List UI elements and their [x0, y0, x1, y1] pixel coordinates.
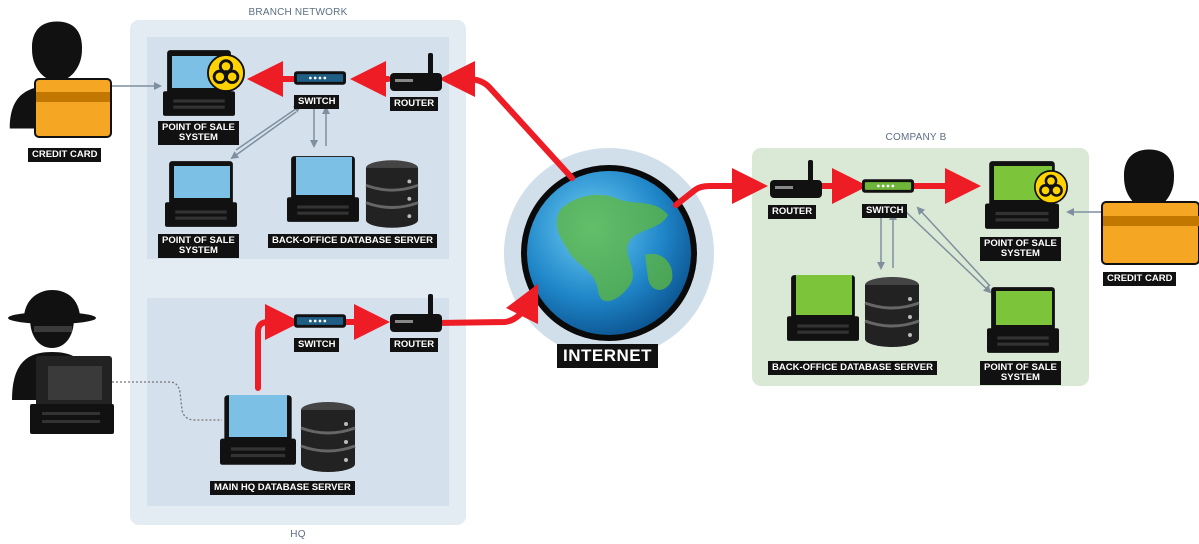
- backoffice-branch[interactable]: [287, 156, 419, 228]
- backoffice-b-label: BACK-OFFICE DATABASE SERVER: [768, 361, 937, 375]
- group-label-branch: BRANCH NETWORK: [248, 7, 348, 18]
- router-branch-label: ROUTER: [390, 97, 439, 111]
- pos-branch-bottom[interactable]: [165, 161, 237, 227]
- pos-branch-bottom-label: POINT OF SALE SYSTEM: [158, 234, 239, 258]
- backoffice-b[interactable]: [787, 275, 920, 348]
- network-links: [110, 82, 1102, 294]
- credit-card-right-label: CREDIT CARD: [1103, 272, 1177, 286]
- database-icon: [300, 402, 356, 472]
- pos-branch-top-label: POINT OF SALE SYSTEM: [158, 121, 239, 145]
- pos-b-top[interactable]: [985, 161, 1068, 229]
- group-label-hq: HQ: [290, 529, 306, 540]
- backoffice-branch-label: BACK-OFFICE DATABASE SERVER: [268, 234, 437, 248]
- pos-b-bottom-label: POINT OF SALE SYSTEM: [980, 361, 1061, 385]
- switch-icon-hq[interactable]: [294, 314, 346, 328]
- attack-path: [247, 61, 981, 391]
- hacker-icon: [8, 290, 114, 434]
- pos-b-top-label: POINT OF SALE SYSTEM: [980, 237, 1061, 261]
- database-icon: [365, 160, 419, 228]
- card-stripe-right: [1103, 216, 1199, 226]
- switch-branch-label: SWITCH: [294, 95, 340, 109]
- credit-card-icon-right: [1101, 201, 1199, 265]
- group-label-company-b: COMPANY B: [885, 132, 947, 143]
- switch-hq-label: SWITCH: [294, 338, 340, 352]
- internet-label: INTERNET: [557, 344, 658, 368]
- pos-b-bottom[interactable]: [987, 287, 1059, 353]
- biohazard-icon: [1034, 170, 1068, 204]
- card-stripe: [36, 92, 110, 102]
- main-hq-db-label: MAIN HQ DATABASE SERVER: [210, 481, 355, 495]
- switch-b-label: SWITCH: [862, 204, 908, 218]
- credit-card-label: CREDIT CARD: [28, 148, 102, 162]
- switch-icon-b[interactable]: [862, 179, 914, 193]
- switch-icon[interactable]: [294, 71, 346, 85]
- globe-continents: [556, 194, 673, 302]
- router-hq-label: ROUTER: [390, 338, 439, 352]
- pos-branch-top[interactable]: [163, 50, 245, 116]
- hacker-link: [112, 381, 222, 421]
- credit-card-icon: [34, 78, 112, 138]
- router-b-label: ROUTER: [768, 205, 817, 219]
- biohazard-icon: [207, 54, 245, 92]
- database-icon: [864, 276, 920, 348]
- main-hq-db[interactable]: [220, 395, 356, 472]
